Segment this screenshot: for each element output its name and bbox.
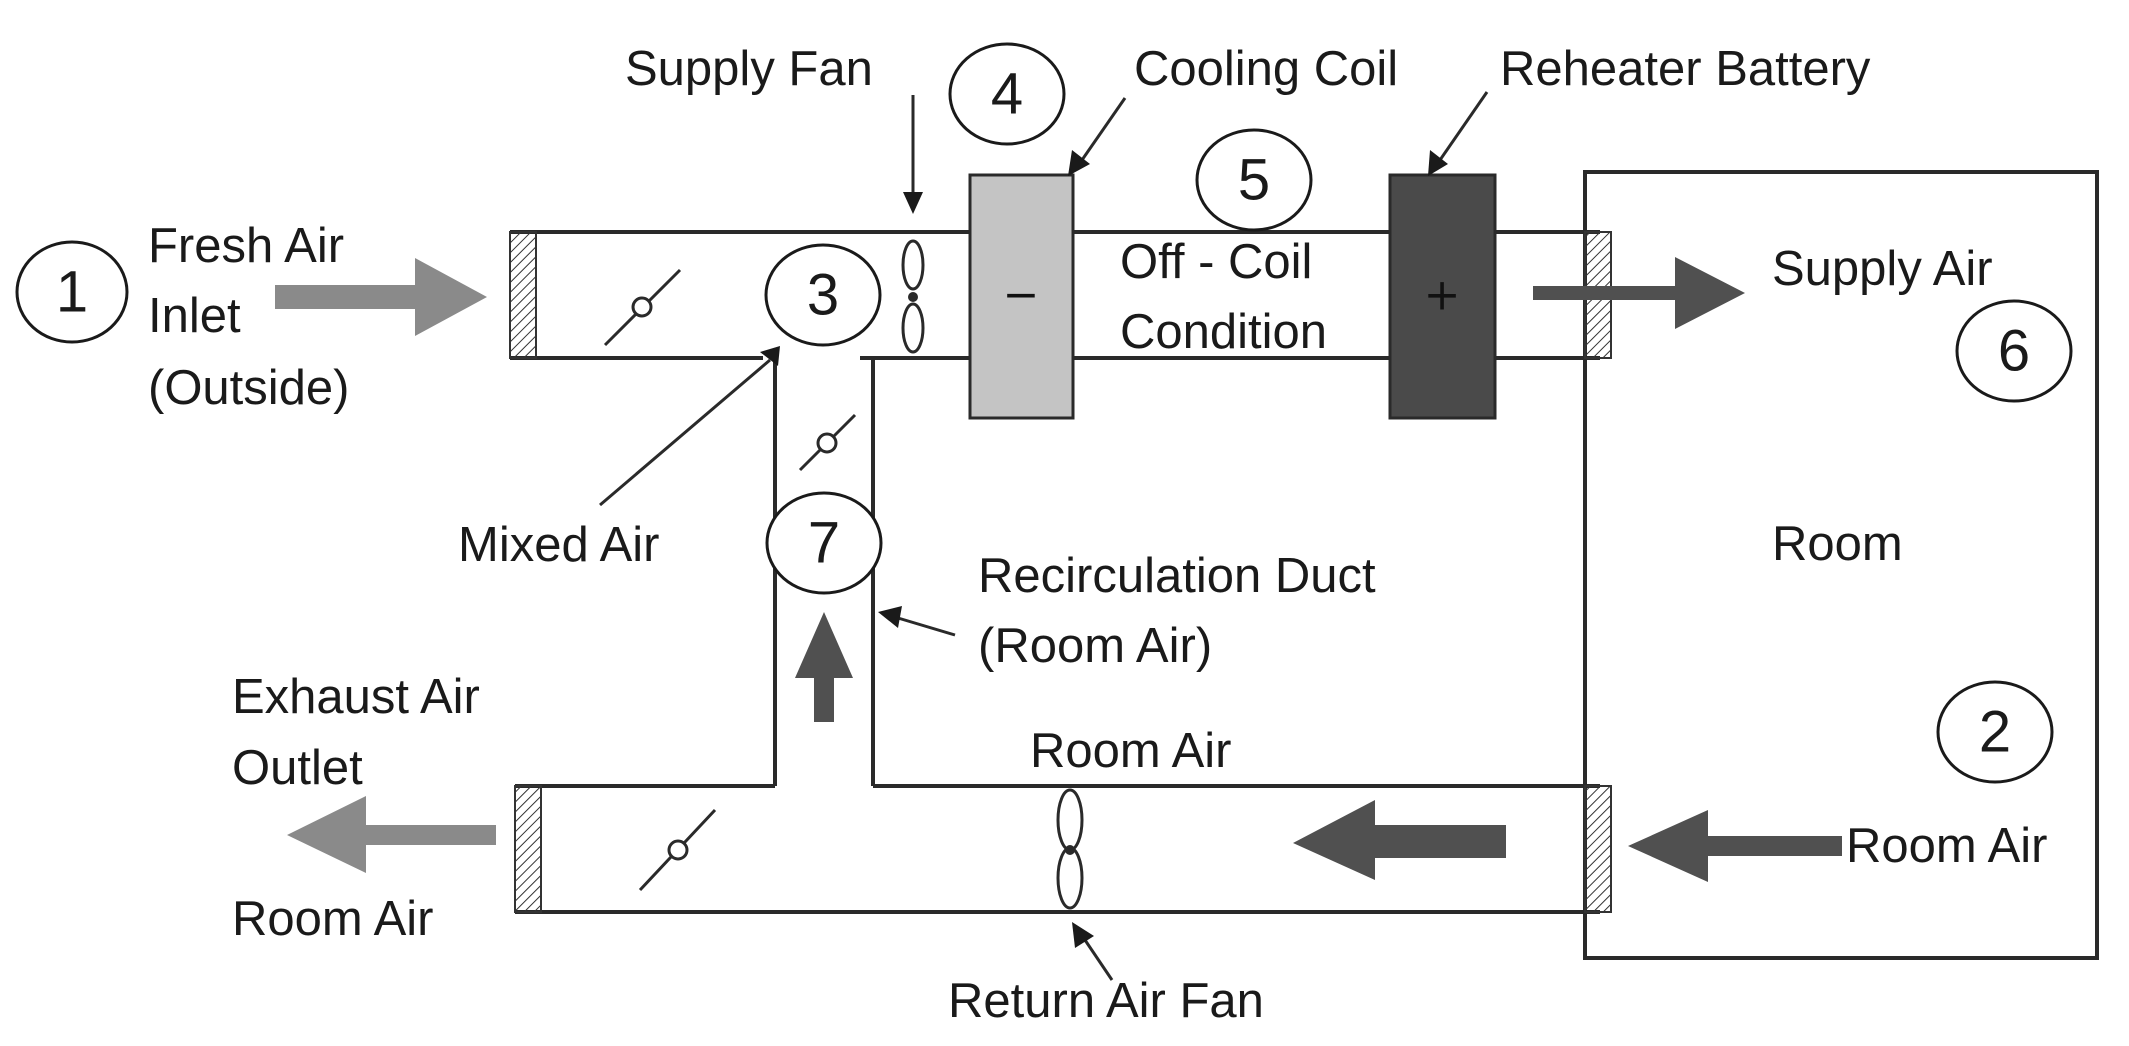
room-return-arrow	[1628, 810, 1842, 882]
fresh-air-arrow	[275, 258, 487, 336]
return-fan-label: Return Air Fan	[948, 974, 1264, 1028]
exhaust-damper	[638, 808, 717, 892]
reheater-battery-label: Reheater Battery	[1500, 42, 1871, 96]
point-2-marker: 2	[1936, 680, 2054, 784]
point-3-marker: 3	[764, 243, 882, 347]
room-label: Room	[1772, 517, 1903, 571]
recirculation-duct	[773, 358, 875, 786]
point-4-marker: 4	[948, 42, 1066, 146]
supply-air-arrow	[1533, 257, 1745, 329]
svg-text:5: 5	[1238, 148, 1270, 213]
point-7-marker: 7	[765, 491, 883, 595]
exhaust-label-line1: Exhaust Air	[232, 670, 480, 724]
point-5-marker: 5	[1195, 128, 1313, 232]
exhaust-arrow	[287, 796, 496, 873]
svg-text:2: 2	[1979, 700, 2011, 765]
exhaust-grille	[514, 785, 542, 913]
room-air-duct-label: Room Air	[1030, 724, 1232, 778]
off-coil-label-line2: Condition	[1120, 305, 1327, 359]
svg-text:4: 4	[991, 62, 1023, 127]
mixed-air-label: Mixed Air	[458, 518, 660, 572]
svg-text:7: 7	[808, 511, 840, 576]
recirculation-damper	[798, 413, 857, 472]
return-duct-arrow	[1293, 800, 1506, 880]
fresh-air-label-line1: Fresh Air	[148, 219, 344, 273]
supply-fan-leader	[903, 95, 923, 214]
room-air-exhaust-label: Room Air	[232, 892, 434, 946]
return-fan-leader	[1072, 922, 1114, 981]
fresh-air-damper	[603, 268, 682, 347]
room-air-room-label: Room Air	[1846, 819, 2048, 873]
exhaust-label-line2: Outlet	[232, 741, 363, 795]
cooling-coil-label: Cooling Coil	[1134, 42, 1398, 96]
supply-air-label: Supply Air	[1772, 242, 1993, 296]
recirculation-arrow	[795, 612, 853, 722]
recirculation-label-line1: Recirculation Duct	[978, 549, 1376, 603]
supply-fan-label: Supply Fan	[625, 42, 873, 96]
point-1-marker: 1	[15, 240, 129, 344]
recirculation-leader	[878, 606, 956, 637]
supply-fan-icon	[901, 239, 925, 354]
fresh-air-label-line2: Inlet	[148, 289, 241, 343]
svg-text:1: 1	[56, 260, 88, 325]
mixed-air-leader	[599, 346, 780, 507]
recirculation-label-line2: (Room Air)	[978, 619, 1212, 673]
cooling-coil	[968, 173, 1075, 420]
reheater-battery	[1388, 173, 1497, 420]
heating-symbol: +	[1424, 270, 1461, 321]
return-grille	[1584, 785, 1612, 913]
svg-text:3: 3	[807, 263, 839, 328]
point-6-marker: 6	[1955, 299, 2073, 403]
cooling-symbol: −	[1003, 270, 1040, 321]
fresh-air-grille	[509, 231, 537, 359]
return-duct	[515, 784, 1600, 914]
fresh-air-label-line3: (Outside)	[148, 361, 350, 415]
svg-text:6: 6	[1998, 319, 2030, 384]
cooling-coil-leader	[1068, 97, 1127, 176]
room-box	[1583, 170, 2099, 960]
return-fan-icon	[1056, 788, 1084, 910]
off-coil-label-line1: Off - Coil	[1120, 235, 1312, 289]
reheater-leader	[1428, 91, 1489, 176]
